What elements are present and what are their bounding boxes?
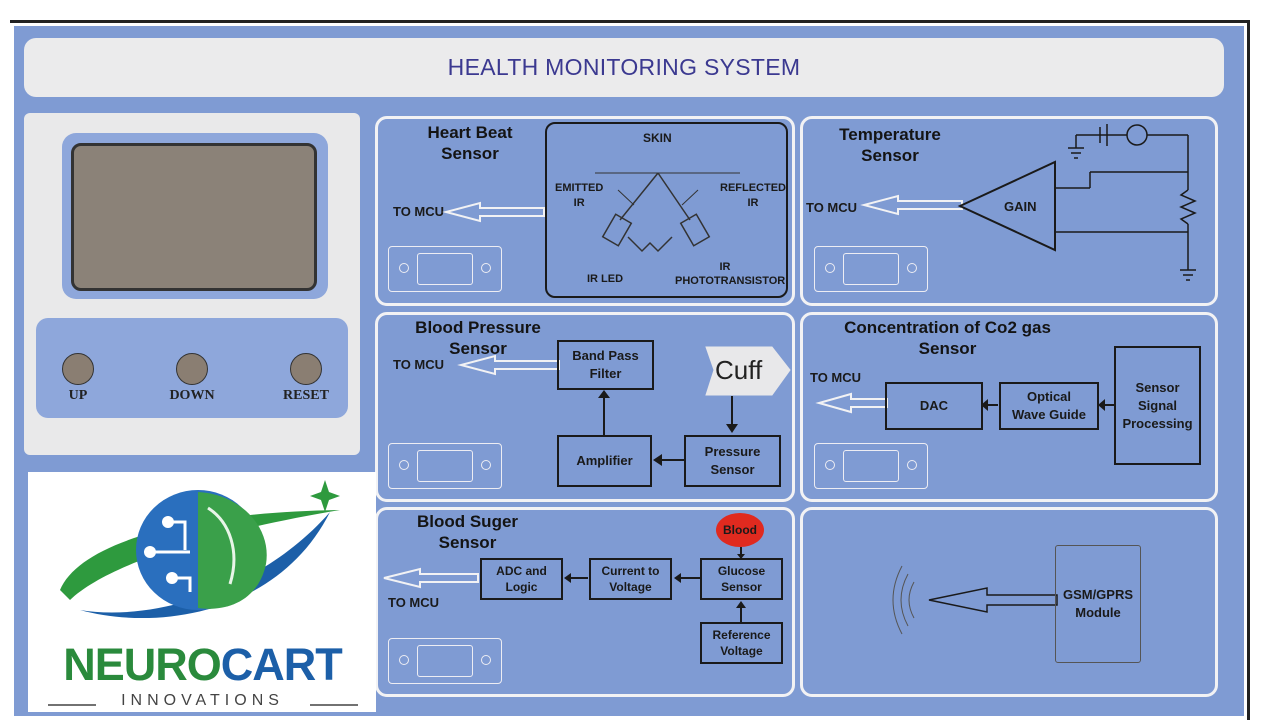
temperature-to-mcu: TO MCU xyxy=(806,200,858,215)
up-button-label: UP xyxy=(68,388,88,403)
blood-pressure-to-mcu: TO MCU xyxy=(393,357,445,372)
skin-label: SKIN xyxy=(643,131,672,145)
heart-beat-panel xyxy=(375,116,795,306)
down-button[interactable] xyxy=(176,353,208,385)
blood-drop-label: Blood xyxy=(716,513,764,547)
up-button[interactable] xyxy=(62,353,94,385)
reset-button[interactable] xyxy=(290,353,322,385)
neurocart-brain-logo-icon xyxy=(60,480,340,619)
co2-flow-arrows-icon xyxy=(981,399,1114,411)
lcd-display xyxy=(71,143,317,291)
tagline-rules-icon xyxy=(48,704,358,706)
heart-beat-to-mcu: TO MCU xyxy=(393,204,445,219)
cuff-label: Cuff xyxy=(715,355,763,385)
ir-led-label: IR LED xyxy=(587,273,624,285)
temperature-output-arrow-icon xyxy=(860,194,963,216)
blood-sugar-to-mcu: TO MCU xyxy=(388,595,440,610)
heart-beat-connector[interactable] xyxy=(388,246,502,292)
ir-reflection-diagram-icon xyxy=(595,172,740,253)
brand-part-neuro: NEURO xyxy=(63,639,222,690)
temperature-gain-circuit-icon xyxy=(957,124,1197,281)
brand-tagline: INNOVATIONS xyxy=(121,692,284,709)
gsm-panel xyxy=(800,507,1218,697)
dac-block: DAC xyxy=(885,382,983,430)
wireless-signal-icon xyxy=(892,565,915,635)
cuff-shape-icon xyxy=(705,346,791,396)
page-title: HEALTH MONITORING SYSTEM xyxy=(24,38,1224,97)
reset-button-label: RESET xyxy=(283,388,329,403)
co2-connector[interactable] xyxy=(814,443,928,489)
heart-beat-output-arrow-icon xyxy=(442,201,545,223)
blood-sugar-output-arrow-icon xyxy=(383,567,479,589)
heart-beat-sensor-box xyxy=(545,122,788,298)
co2-panel xyxy=(800,312,1218,502)
gsm-arrow-icon xyxy=(928,587,1058,613)
page-title-text: HEALTH MONITORING SYSTEM xyxy=(447,54,801,80)
temperature-connector[interactable] xyxy=(814,246,928,292)
blood-pressure-connector[interactable] xyxy=(388,443,502,489)
blood-pressure-output-arrow-icon xyxy=(457,354,560,376)
temperature-panel xyxy=(800,116,1218,306)
co2-to-mcu: TO MCU xyxy=(810,370,862,385)
brand-part-cart: CART xyxy=(220,639,343,690)
gain-label: GAIN xyxy=(1004,199,1037,214)
blood-sugar-flow-arrows-icon xyxy=(564,547,746,622)
amplifier-block: Amplifier xyxy=(557,435,652,487)
co2-output-arrow-icon xyxy=(815,392,888,414)
blood-sugar-connector[interactable] xyxy=(388,638,502,684)
down-button-label: DOWN xyxy=(169,388,215,403)
brand-name: NEUROCART xyxy=(40,640,365,690)
blood-pressure-flow-arrows-icon xyxy=(598,390,738,466)
blood-pressure-panel xyxy=(375,312,795,502)
